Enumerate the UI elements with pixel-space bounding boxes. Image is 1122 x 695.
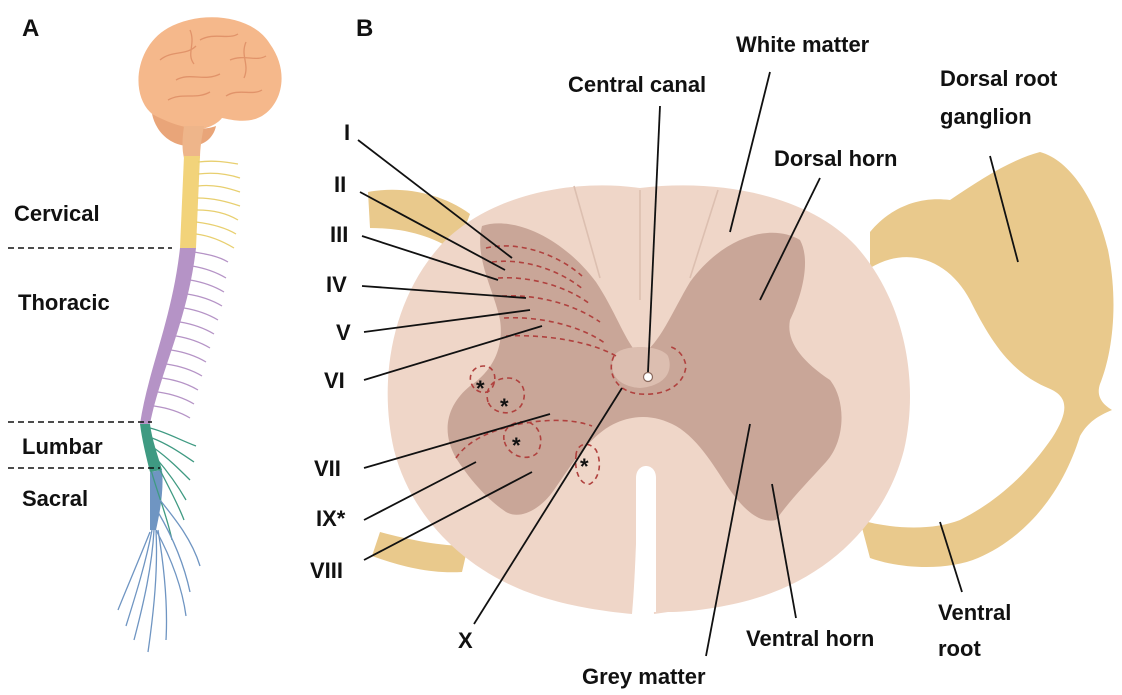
motor-pool-marker-1: * [476, 376, 485, 401]
lamina-label-x: X [458, 628, 473, 653]
lamina-label-iv: IV [326, 272, 347, 297]
sacral-label: Sacral [22, 486, 88, 511]
lamina-label-i: I [344, 120, 350, 145]
thoracic-label: Thoracic [18, 290, 110, 315]
ventral-horn-label: Ventral horn [746, 626, 874, 651]
lumbar-label: Lumbar [22, 434, 103, 459]
motor-pool-marker-4: * [580, 454, 589, 479]
ventral-root-label-line1: Ventral [938, 600, 1011, 625]
motor-pool-marker-2: * [500, 394, 509, 419]
dorsal-root-ganglion-label-line1: Dorsal root [940, 66, 1058, 91]
lamina-label-iii: III [330, 222, 348, 247]
lamina-label-vi: VI [324, 368, 345, 393]
central-canal [644, 373, 653, 382]
lamina-label-vii: VII [314, 456, 341, 481]
ventral-median-fissure [636, 466, 656, 612]
brain-illustration [138, 17, 281, 158]
dorsal-root-ganglion-label-line2: ganglion [940, 104, 1032, 129]
lamina-label-ii: II [334, 172, 346, 197]
brainstem [183, 126, 205, 158]
panel-a-label: A [22, 15, 39, 42]
sacral-nerves [118, 500, 200, 652]
white-matter-label: White matter [736, 32, 870, 57]
dorsal-horn-label: Dorsal horn [774, 146, 897, 171]
cerebrum [138, 17, 281, 129]
lamina-label-v: V [336, 320, 351, 345]
grey-matter-label: Grey matter [582, 664, 706, 689]
motor-pool-marker-3: * [512, 433, 521, 458]
cervical-nerves [196, 161, 240, 248]
panel-b-label: B [356, 15, 373, 42]
thoracic-segment [140, 248, 196, 424]
ventral-root-label-line2: root [938, 636, 981, 661]
lamina-label-ix: IX* [316, 506, 346, 531]
central-canal-label: Central canal [568, 72, 706, 97]
cervical-label: Cervical [14, 201, 100, 226]
lamina-label-viii: VIII [310, 558, 343, 583]
spinal-cord-column [140, 156, 200, 530]
